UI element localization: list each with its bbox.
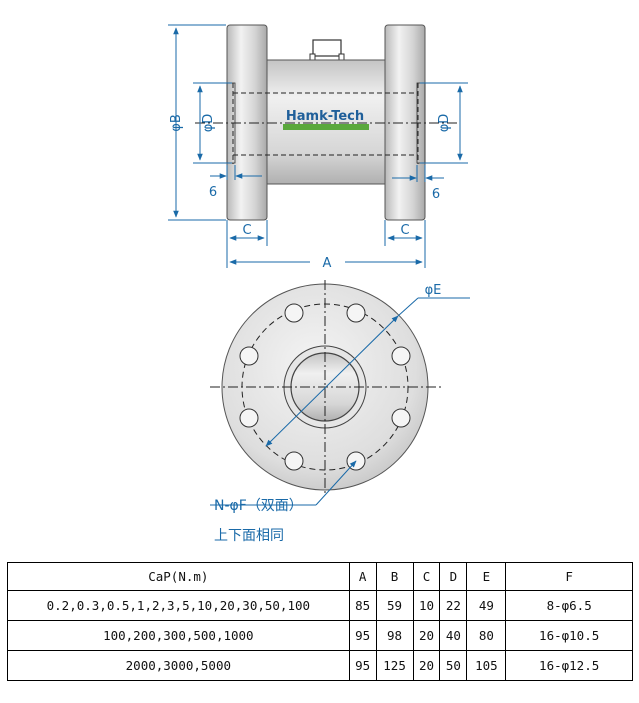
table-cell: 2000,3000,5000 (7, 650, 350, 681)
dim-label-6-left: 6 (209, 185, 217, 200)
col-header-b: B (375, 562, 414, 591)
sensor-body (264, 59, 387, 185)
bolt-hole (239, 346, 259, 366)
table-cell: 20 (412, 620, 441, 651)
bolt-hole (346, 303, 366, 323)
table-cell: 125 (375, 650, 414, 681)
bolt-hole (284, 303, 304, 323)
col-header-e: E (466, 562, 507, 591)
table-cell: 95 (348, 620, 377, 651)
table-cell: 49 (466, 590, 507, 621)
table-cell: 105 (466, 650, 507, 681)
col-header-a: A (348, 562, 377, 591)
bolt-hole (284, 451, 304, 471)
table-cell: 40 (439, 620, 468, 651)
connector-housing (312, 39, 342, 57)
table-header-row: CaP(N.m) A B C D E F (7, 562, 633, 591)
dim-label-phiD-right: φD (437, 114, 452, 133)
same-faces-note: 上下面相同 (214, 528, 284, 544)
table-cell: 10 (412, 590, 441, 621)
dim-label-A: A (323, 256, 332, 271)
table-row: 2000,3000,5000 95 125 20 50 105 16-φ12.5 (7, 650, 633, 681)
table-cell: 0.2,0.3,0.5,1,2,3,5,10,20,30,50,100 (7, 590, 350, 621)
table-cell: 8-φ6.5 (505, 590, 633, 621)
table-cell: 85 (348, 590, 377, 621)
dim-label-6-right: 6 (432, 187, 440, 202)
dim-label-phiB: φB (169, 114, 184, 132)
bolt-hole (391, 408, 411, 428)
table-cell: 16-φ10.5 (505, 620, 633, 651)
holes-note: N-φF（双面） (214, 498, 303, 514)
table-row: 100,200,300,500,1000 95 98 20 40 80 16-φ… (7, 620, 633, 651)
dim-label-phiE: φE (425, 283, 442, 298)
table-cell: 16-φ12.5 (505, 650, 633, 681)
table-cell: 22 (439, 590, 468, 621)
table-row: 0.2,0.3,0.5,1,2,3,5,10,20,30,50,100 85 5… (7, 590, 633, 621)
table-cell: 59 (375, 590, 414, 621)
bolt-hole (391, 346, 411, 366)
dim-label-C-left: C (242, 223, 251, 238)
table-cell: 20 (412, 650, 441, 681)
table-cell: 95 (348, 650, 377, 681)
bolt-hole (239, 408, 259, 428)
brand-logo-band (283, 124, 369, 130)
table-cell: 50 (439, 650, 468, 681)
col-header-c: C (412, 562, 441, 591)
table-cell: 80 (466, 620, 507, 651)
col-header-f: F (505, 562, 633, 591)
col-header-d: D (439, 562, 468, 591)
dim-label-phiD-left: φD (201, 114, 216, 133)
side-view: Hamk-Tech (168, 24, 468, 271)
front-view: φE N-φF（双面） 上下面相同 (210, 280, 470, 544)
table-cell: 100,200,300,500,1000 (7, 620, 350, 651)
table-cell: 98 (375, 620, 414, 651)
technical-drawing: Hamk-Tech (168, 24, 470, 544)
col-header-cap: CaP(N.m) (7, 562, 350, 591)
specification-table: CaP(N.m) A B C D E F 0.2,0.3,0.5,1,2,3,5… (7, 562, 633, 681)
brand-logo-text: Hamk-Tech (286, 109, 364, 124)
dim-label-C-right: C (400, 223, 409, 238)
